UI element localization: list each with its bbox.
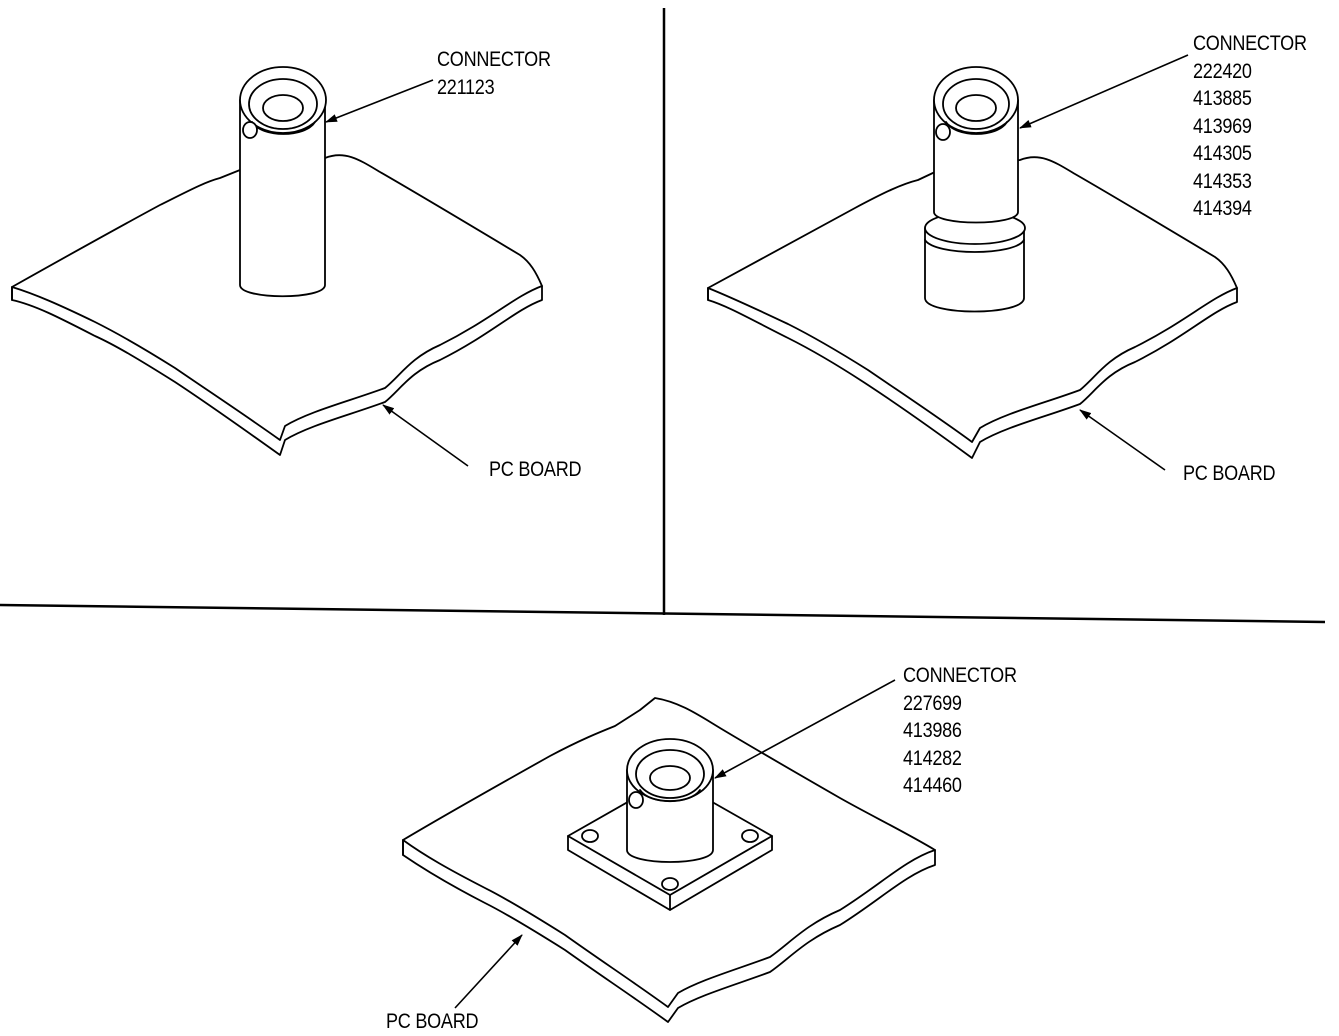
leader-connector-right <box>1019 54 1189 129</box>
board-title: PC BOARD <box>1183 462 1276 485</box>
board-title: PC BOARD <box>386 1010 479 1033</box>
part-number: 227699 <box>903 691 962 715</box>
leader-board-bottom <box>454 934 523 1009</box>
board-label-top-right: PC BOARD <box>1183 460 1276 488</box>
top-left-assembly <box>11 66 543 467</box>
connector-label-top-right: CONNECTOR 222420 413885 413969 414305 41… <box>1193 30 1307 223</box>
part-number: 414282 <box>903 746 962 770</box>
connector-bottom <box>567 738 773 911</box>
horizontal-divider <box>0 603 1326 624</box>
connector-title: CONNECTOR <box>1193 32 1307 55</box>
leader-board-right <box>1079 409 1166 471</box>
connector-left <box>239 66 327 298</box>
leader-connector-left <box>325 79 434 123</box>
leader-connector-bottom <box>714 679 896 779</box>
part-number: 414353 <box>1193 169 1252 193</box>
part-number: 414394 <box>1193 197 1252 220</box>
part-number: 413986 <box>903 719 962 742</box>
part-number: 413885 <box>1193 87 1252 110</box>
connector-label-bottom: CONNECTOR 227699 413986 414282 414460 <box>903 662 1017 800</box>
connector-right <box>924 66 1026 313</box>
top-right-assembly <box>707 54 1238 471</box>
mount-hole <box>581 829 599 843</box>
part-number: 414460 <box>903 774 962 797</box>
mount-hole <box>741 829 759 843</box>
board-label-bottom: PC BOARD <box>386 1008 479 1036</box>
board-label-top-left: PC BOARD <box>489 456 582 484</box>
pc-board-left <box>11 154 543 456</box>
part-number: 221123 <box>437 75 495 99</box>
connector-label-top-left: CONNECTOR 221123 <box>437 46 551 101</box>
part-number: 413969 <box>1193 114 1252 138</box>
board-title: PC BOARD <box>489 458 582 481</box>
leader-board-left <box>382 404 469 467</box>
connector-title: CONNECTOR <box>903 664 1017 687</box>
bottom-assembly <box>402 679 936 1023</box>
connector-title: CONNECTOR <box>437 48 551 71</box>
part-number: 414305 <box>1193 142 1252 165</box>
part-number: 222420 <box>1193 59 1252 83</box>
mount-hole <box>661 877 679 891</box>
